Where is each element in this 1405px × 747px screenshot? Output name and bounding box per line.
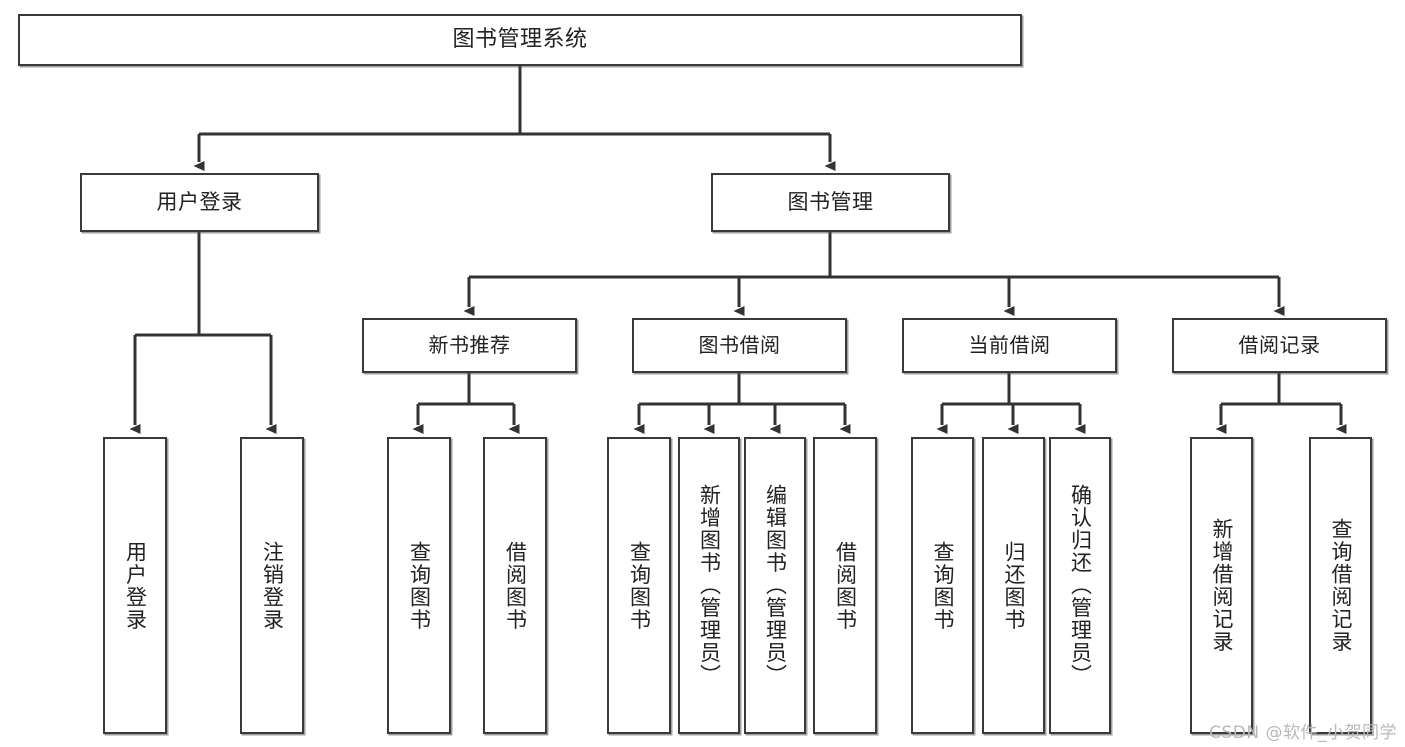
node-book-manage-label: 图书管理 [787, 189, 874, 214]
node-leaf-borrow-borrow-book-label: 借阅图书 [833, 540, 858, 631]
node-borrow-record-label: 借阅记录 [1238, 333, 1321, 358]
node-leaf-user-login-login[interactable]: 用户登录 [103, 437, 167, 734]
node-book-manage[interactable]: 图书管理 [711, 173, 950, 232]
node-leaf-user-login-login-label: 用户登录 [123, 540, 148, 631]
node-leaf-borrow-borrow-book[interactable]: 借阅图书 [813, 437, 877, 734]
node-root-system-label: 图书管理系统 [452, 26, 588, 52]
node-root-system[interactable]: 图书管理系统 [18, 14, 1022, 66]
node-leaf-current-query-book[interactable]: 查询图书 [911, 437, 974, 734]
node-user-login[interactable]: 用户登录 [80, 173, 319, 232]
node-leaf-record-add-label: 新增借阅记录 [1210, 518, 1234, 653]
node-current-borrow[interactable]: 当前借阅 [902, 318, 1117, 373]
node-new-book-recommend[interactable]: 新书推荐 [362, 318, 577, 373]
node-leaf-borrow-add-book-label: 新增图书（管理员） [697, 484, 722, 687]
node-leaf-user-login-logout[interactable]: 注销登录 [240, 437, 304, 734]
csdn-watermark: CSDN @软件_小贺同学 [1209, 723, 1397, 743]
node-leaf-new-book-query[interactable]: 查询图书 [387, 437, 451, 734]
node-leaf-record-query-label: 查询借阅记录 [1329, 518, 1353, 653]
node-new-book-recommend-label: 新书推荐 [428, 333, 511, 358]
node-leaf-user-login-logout-label: 注销登录 [260, 540, 285, 631]
node-leaf-borrow-edit-book[interactable]: 编辑图书（管理员） [744, 437, 806, 734]
node-user-login-label: 用户登录 [156, 189, 243, 214]
node-leaf-current-query-book-label: 查询图书 [931, 540, 955, 631]
node-leaf-new-book-borrow-label: 借阅图书 [503, 540, 528, 631]
node-borrow-record[interactable]: 借阅记录 [1172, 318, 1387, 373]
node-leaf-record-add[interactable]: 新增借阅记录 [1190, 437, 1253, 734]
node-leaf-new-book-borrow[interactable]: 借阅图书 [483, 437, 547, 734]
node-book-borrow[interactable]: 图书借阅 [632, 318, 847, 373]
node-leaf-borrow-edit-book-label: 编辑图书（管理员） [763, 484, 788, 687]
node-leaf-new-book-query-label: 查询图书 [407, 540, 432, 631]
node-leaf-current-return-book[interactable]: 归还图书 [982, 437, 1045, 734]
node-book-borrow-label: 图书借阅 [698, 333, 781, 358]
node-leaf-borrow-query-book[interactable]: 查询图书 [607, 437, 671, 734]
node-leaf-record-query[interactable]: 查询借阅记录 [1309, 437, 1372, 734]
node-current-borrow-label: 当前借阅 [968, 333, 1051, 358]
node-leaf-current-confirm-return[interactable]: 确认归还（管理员） [1049, 437, 1111, 734]
node-leaf-current-return-book-label: 归还图书 [1002, 540, 1026, 631]
node-leaf-current-confirm-return-label: 确认归还（管理员） [1068, 484, 1093, 687]
node-leaf-borrow-query-book-label: 查询图书 [627, 540, 652, 631]
node-leaf-borrow-add-book[interactable]: 新增图书（管理员） [678, 437, 740, 734]
